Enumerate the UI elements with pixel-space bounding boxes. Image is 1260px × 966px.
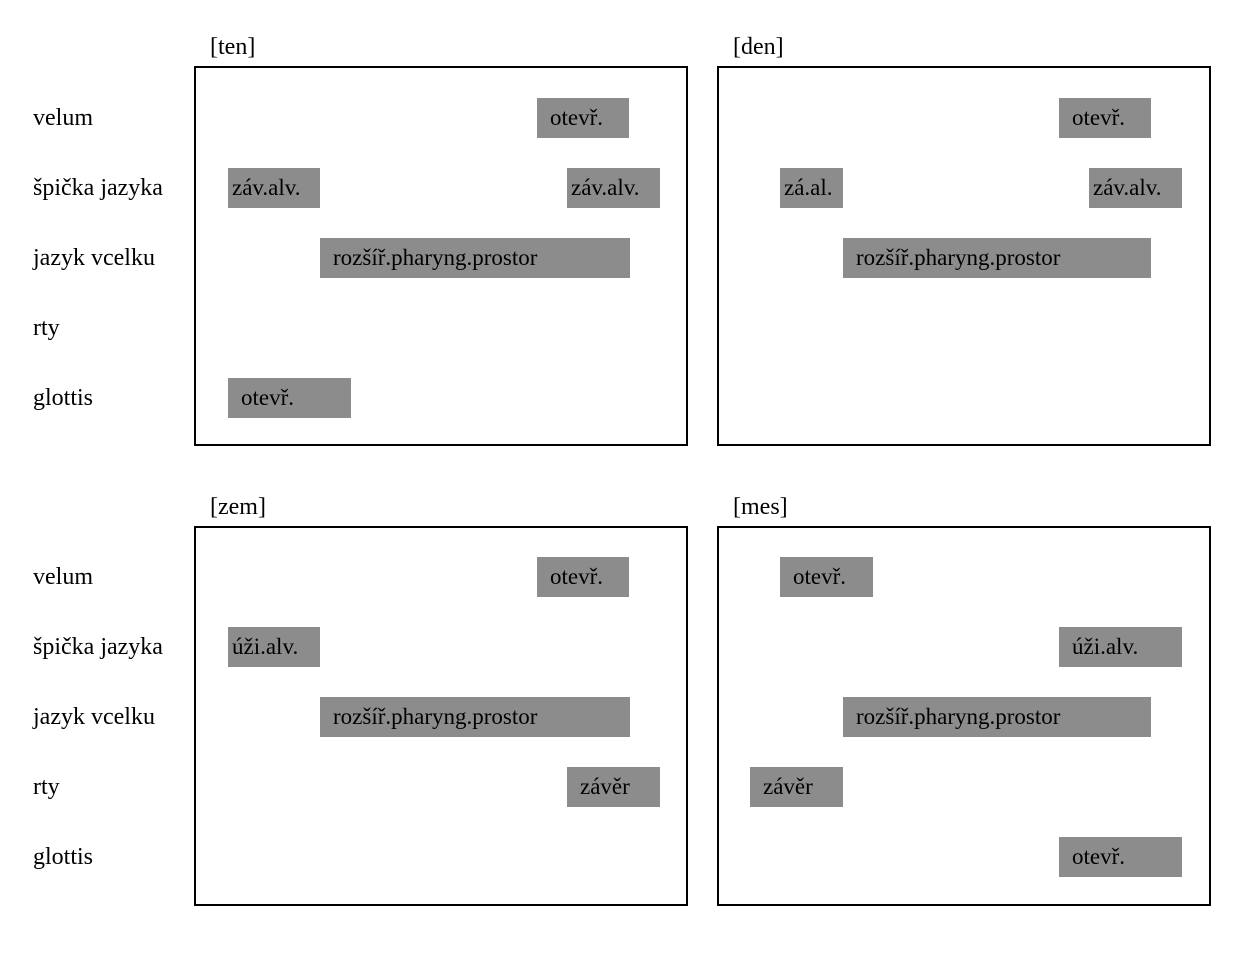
gesture-panel-den (717, 66, 1211, 446)
row-label-glottis: glottis (33, 385, 94, 411)
row-label-spicka-jazyka: špička jazyka (33, 634, 163, 660)
gesture-bar: rozšíř.pharyng.prostor (843, 238, 1151, 278)
gesture-bar: zá.al. (780, 168, 843, 208)
gesture-bar: úži.alv. (228, 627, 320, 667)
gesture-bar: záv.alv. (228, 168, 320, 208)
row-label-velum: velum (33, 564, 93, 590)
row-label-velum: velum (33, 105, 93, 131)
gesture-bar: závěr (567, 767, 660, 807)
panel-title-den: [den] (733, 34, 784, 60)
gesture-bar: záv.alv. (1089, 168, 1182, 208)
gesture-panel-zem (194, 526, 688, 906)
gesture-bar: rozšíř.pharyng.prostor (320, 697, 630, 737)
gesture-panel-ten (194, 66, 688, 446)
panel-title-ten: [ten] (210, 34, 256, 60)
row-label-spicka-jazyka: špička jazyka (33, 175, 163, 201)
gesture-bar: otevř. (1059, 837, 1182, 877)
gesture-bar: otevř. (537, 557, 629, 597)
gesture-bar: rozšíř.pharyng.prostor (843, 697, 1151, 737)
row-label-jazyk-vcelku: jazyk vcelku (33, 245, 155, 271)
gesture-bar: záv.alv. (567, 168, 660, 208)
row-label-glottis: glottis (33, 844, 94, 870)
gesture-bar: rozšíř.pharyng.prostor (320, 238, 630, 278)
gesture-bar: otevř. (780, 557, 873, 597)
panel-title-zem: [zem] (210, 494, 266, 520)
gesture-bar: otevř. (228, 378, 351, 418)
row-label-rty: rty (33, 315, 60, 341)
row-label-rty: rty (33, 774, 60, 800)
panel-title-mes: [mes] (733, 494, 788, 520)
gesture-bar: otevř. (1059, 98, 1151, 138)
gesture-bar: úži.alv. (1059, 627, 1182, 667)
gesture-bar: závěr (750, 767, 843, 807)
row-label-jazyk-vcelku: jazyk vcelku (33, 704, 155, 730)
gesture-bar: otevř. (537, 98, 629, 138)
gesture-panel-mes (717, 526, 1211, 906)
